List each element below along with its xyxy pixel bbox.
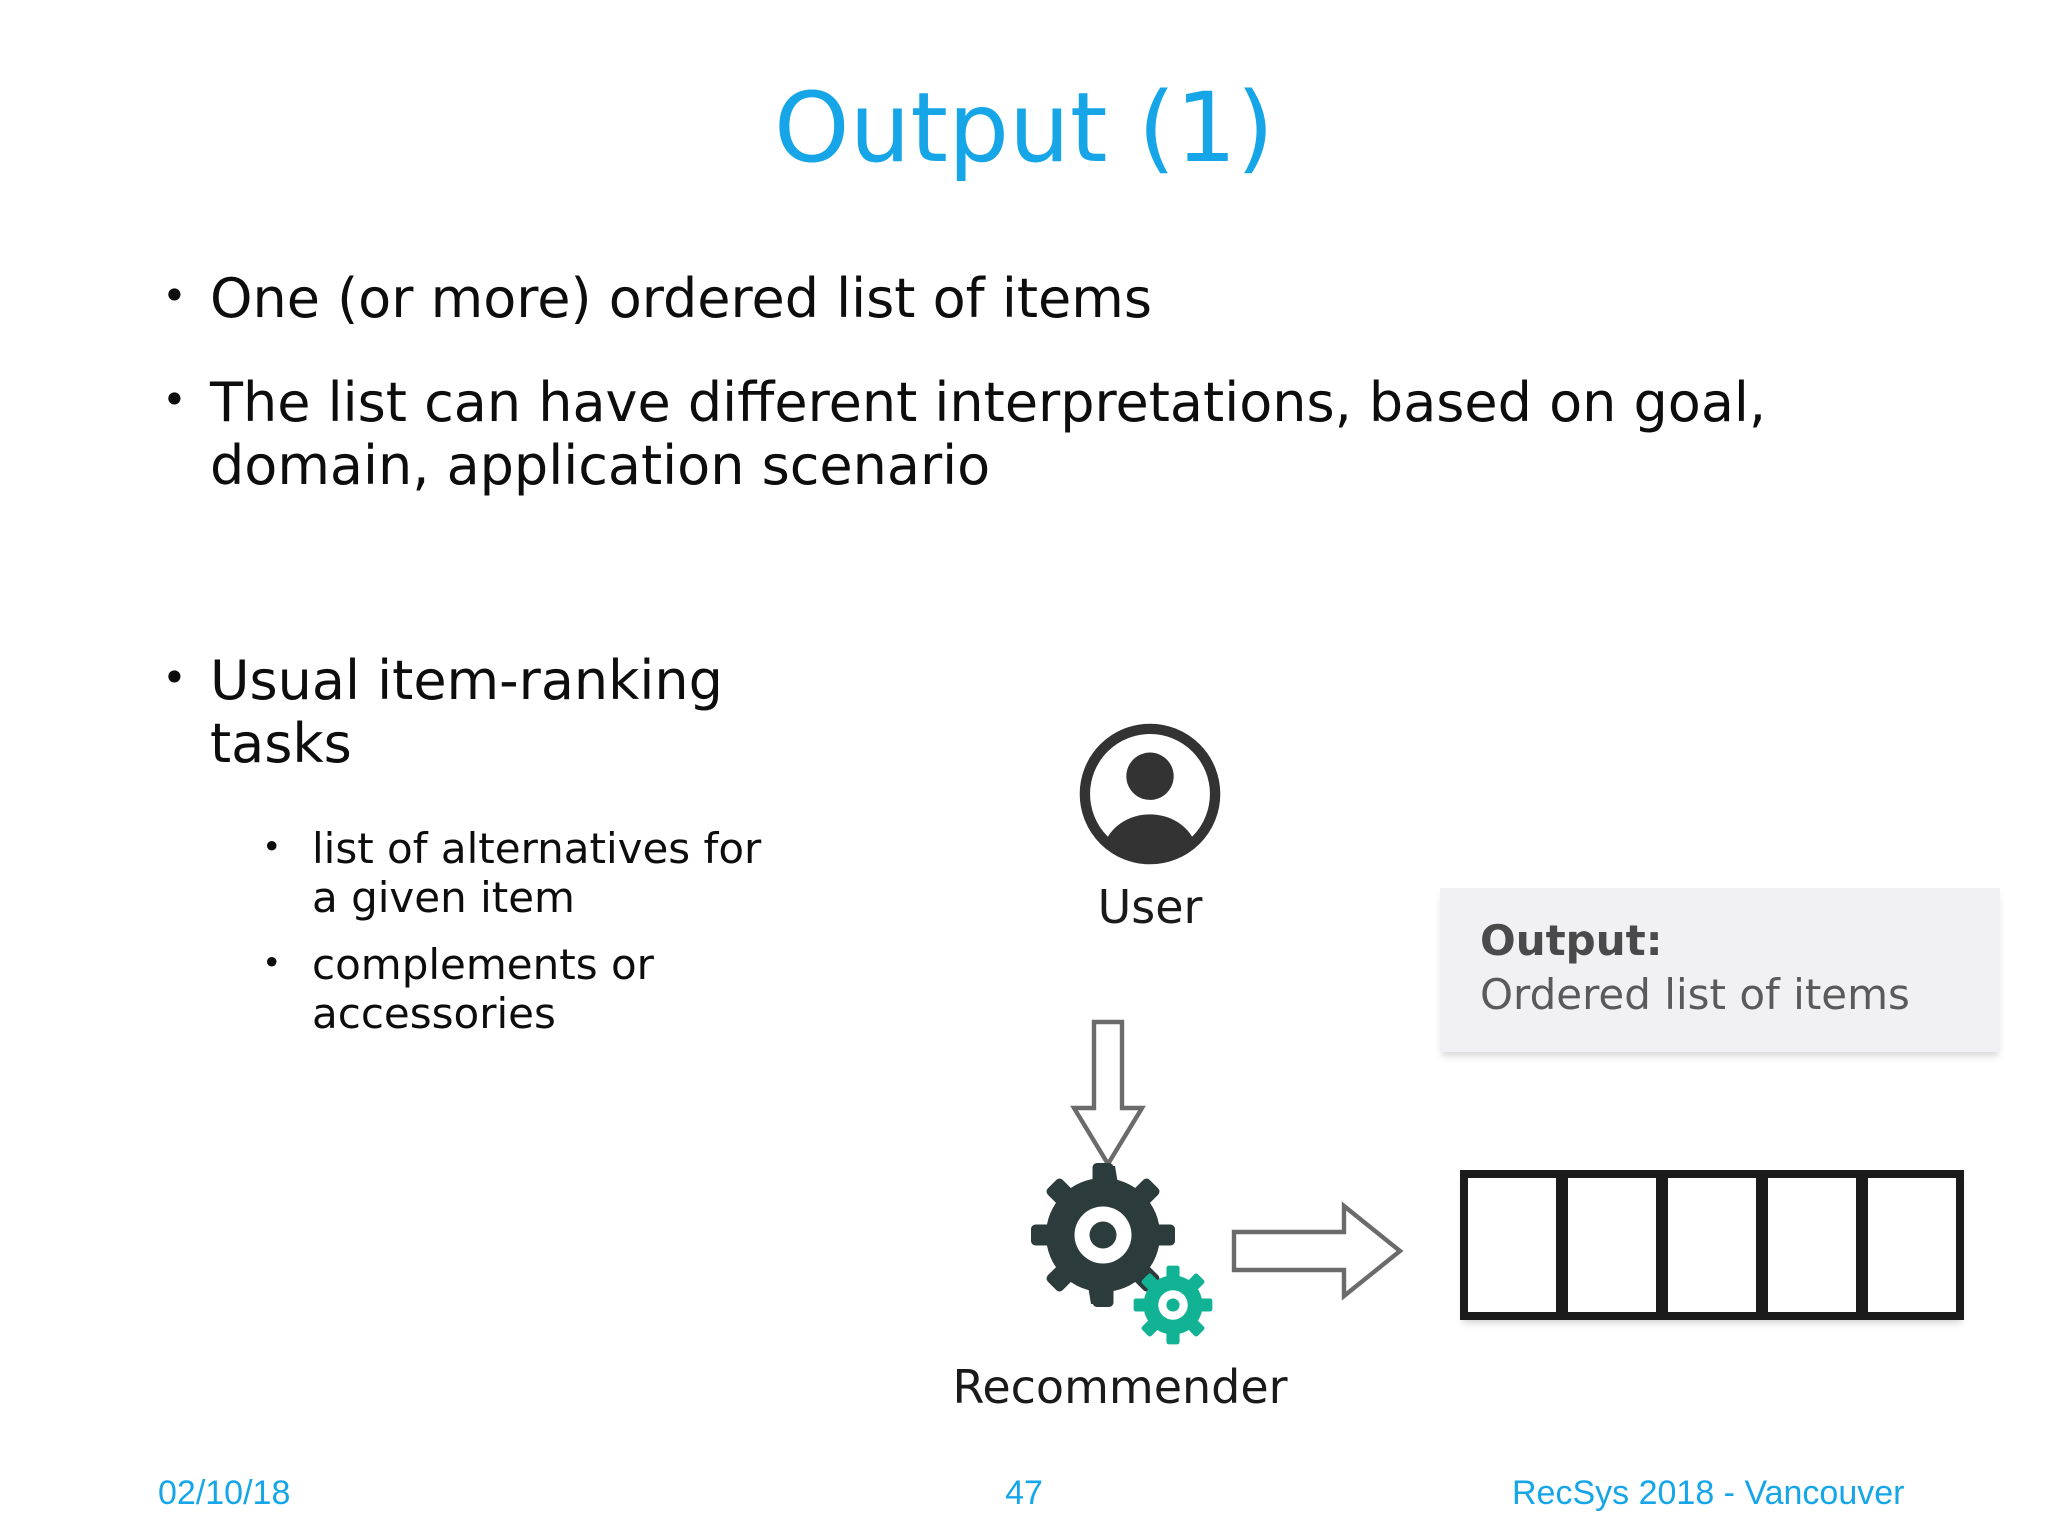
recommender-flow-diagram: User bbox=[900, 700, 2048, 1460]
item-cell bbox=[1760, 1170, 1864, 1320]
item-cell bbox=[1460, 1170, 1564, 1320]
page-title: Output (1) bbox=[774, 72, 1274, 184]
gear-small-icon bbox=[1133, 1265, 1213, 1345]
user-label: User bbox=[1097, 880, 1203, 934]
bullet-item-three: Usual item-ranking tasks bbox=[148, 648, 810, 775]
footer-conference: RecSys 2018 - Vancouver bbox=[1512, 1474, 1905, 1513]
arrow-right-icon bbox=[1231, 1201, 1404, 1301]
ordered-item-list bbox=[1460, 1170, 1964, 1320]
bullet-item-one: One (or more) ordered list of items bbox=[148, 266, 1710, 331]
footer-date: 02/10/18 bbox=[158, 1474, 291, 1513]
gear-icon bbox=[1031, 1163, 1175, 1307]
user-node: User bbox=[1020, 720, 1280, 933]
item-cell bbox=[1860, 1170, 1964, 1320]
recommender-gears bbox=[1028, 1160, 1238, 1360]
output-heading: Output: bbox=[1480, 916, 1663, 965]
footer-page-number: 47 bbox=[1005, 1474, 1043, 1513]
arrow-down-icon bbox=[1070, 1019, 1146, 1169]
output-subtitle: Ordered list of items bbox=[1480, 969, 1910, 1019]
user-avatar-icon bbox=[1079, 723, 1221, 865]
sub-bullet-complements: complements or accessories bbox=[246, 939, 766, 1038]
output-callout-panel: Output: Ordered list of items bbox=[1440, 888, 2000, 1052]
item-cell bbox=[1660, 1170, 1764, 1320]
bullet-item-two: The list can have different interpretati… bbox=[148, 370, 1890, 497]
sub-bullet-list: list of alternatives for a given item co… bbox=[246, 823, 766, 1039]
sub-bullet-alternatives: list of alternatives for a given item bbox=[246, 823, 766, 922]
recommender-label: Recommender bbox=[952, 1360, 1288, 1414]
item-cell bbox=[1560, 1170, 1664, 1320]
